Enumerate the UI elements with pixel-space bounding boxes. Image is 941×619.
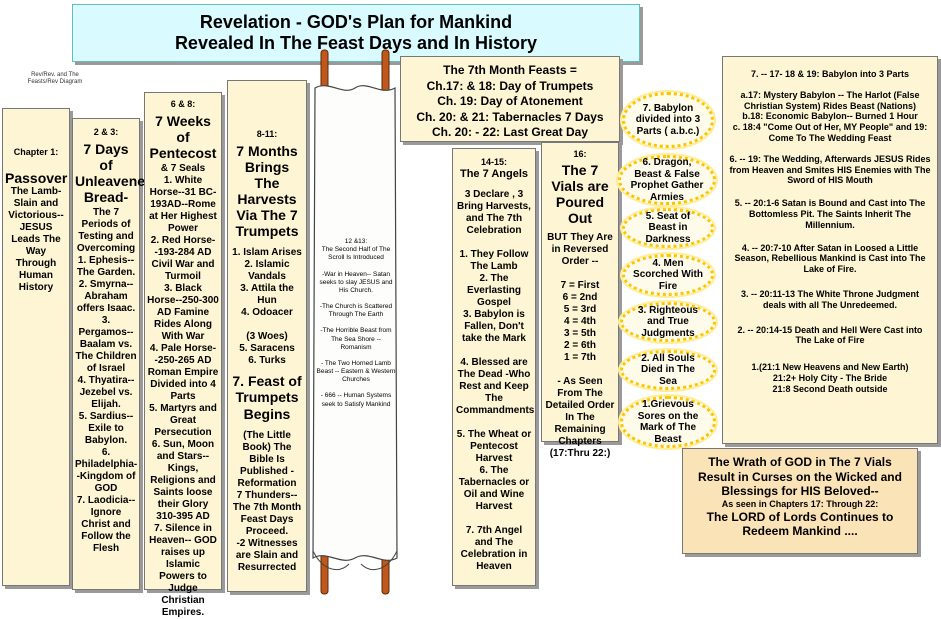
right-item-7: 7. -- 17- 18 & 19: Babylon into 3 Parts — [750, 69, 910, 79]
right-item-6: 6. -- 19: The Wedding, Afterwards JESUS … — [729, 153, 931, 186]
vial-cloud-4: 4. Men Scorched With Fire — [622, 254, 714, 296]
unleavened-chapter: 2 & 3: — [93, 127, 119, 137]
wrath-line-3: The LORD of Lords Continues to Redeem Ma… — [706, 509, 894, 539]
title-line-2: Revealed In The Feast Days and In Histor… — [174, 32, 538, 53]
seventh-month-item: Ch. 20: - 22: Last Great Day — [431, 125, 589, 140]
wrath-line-1: The Wrath of GOD in The 7 Vials Result i… — [698, 455, 902, 499]
scroll-text-block: 12 &13: The Second Half of The Scroll Is… — [316, 238, 396, 409]
passover-body: The Lamb-Slain and Victorious-- JESUS Le… — [8, 185, 64, 293]
unleavened-heading: 7 Days of Unleavened Bread- — [75, 140, 154, 206]
right-detail-panel: 7. -- 17- 18 & 19: Babylon into 3 Parts … — [722, 56, 938, 444]
vials-heading: The 7 Vials are Poured Out — [551, 161, 609, 227]
title-line-1: Revelation - GOD's Plan for Mankind — [199, 12, 513, 32]
seventh-month-item: Ch.17: & 18: Day of Trumpets — [426, 78, 594, 93]
seventh-month-heading: The 7th Month Feasts = — [443, 63, 577, 77]
passover-heading: Passover — [5, 169, 68, 186]
unleavened-body: The 7 Periods of Testing and Overcoming … — [75, 207, 138, 555]
right-item-2: 2. -- 20:14-15 Death and Hell Were Cast … — [737, 324, 923, 346]
wrath-summary-box: The Wrath of GOD in The 7 Vials Result i… — [682, 448, 918, 554]
months-list: 1. Islam Arises 2. Islamic Vandals 3. At… — [232, 247, 302, 367]
scroll-curl-left — [312, 550, 350, 571]
scroll-illustration — [312, 49, 398, 595]
pentecost-heading: 7 Weeks of Pentecost — [149, 112, 217, 161]
vials-body: BUT They Are in Reversed Order -- 7 = Fi… — [545, 232, 615, 460]
vial-cloud-5: 5. Seat of Beast in Darkness — [622, 208, 714, 248]
seventh-month-item: Ch. 20: & 21: Tabernacles 7 Days — [416, 109, 604, 124]
right-item-5: 5. -- 20:1-6 Satan is Bound and Cast int… — [734, 198, 926, 230]
unleavened-panel: 2 & 3: 7 Days of Unleavened Bread- The 7… — [72, 118, 154, 590]
vial-cloud-1: 1.Grievous Sores on the Mark of The Beas… — [620, 396, 716, 448]
vial-cloud-2: 2. All Souls Died in The Sea — [620, 350, 716, 390]
vial-cloud-3: 3. Righteous and True Judgments — [620, 302, 716, 342]
right-item-3: 3. -- 20:11-13 The White Throne Judgment… — [740, 288, 920, 310]
vials-chapter: 16: — [573, 149, 587, 159]
title-banner: Revelation - GOD's Plan for Mankind Reve… — [72, 4, 640, 62]
months-heading: 7 Months Brings The Harvests Via The 7 T… — [235, 142, 299, 240]
pentecost-chapter: 6 & 8: — [170, 99, 196, 109]
months-chapter: 8-11: — [256, 129, 278, 139]
scroll-paper — [312, 85, 398, 561]
seventh-month-item: Ch. 19: Day of Atonement — [437, 94, 583, 109]
months-body-2: (The Little Book) The Bible Is Published… — [232, 429, 302, 573]
angels-chapter: 14-15: — [480, 157, 507, 167]
scroll-curl-right — [360, 550, 398, 571]
pentecost-body: & 7 Seals 1. White Horse--31 BC-193AD--R… — [147, 163, 219, 619]
wrath-line-2: As seen in Chapters 17: Through 22: — [721, 498, 879, 509]
vial-cloud-6: 6. Dragon, Beast & False Prophet Gather … — [618, 155, 716, 205]
right-item-4: 4. -- 20:7-10 After Satan in Loosed a Li… — [734, 242, 926, 275]
passover-panel: Chapter 1: Passover The Lamb-Slain and V… — [2, 108, 70, 586]
source-note: Rev/Rev. and The Feasts/Rev Diagram — [27, 72, 83, 86]
angels-body: 3 Declare , 3 Bring Harvests, and The 7t… — [456, 189, 535, 573]
right-item-7-detail: a.17: Mystery Babylon -- The Harlot (Fal… — [732, 89, 928, 143]
vials-panel: 16: The 7 Vials are Poured Out BUT They … — [541, 142, 619, 459]
scroll-text: The Second Half of The Scroll Is Introdu… — [316, 246, 396, 408]
passover-chapter: Chapter 1: — [13, 147, 59, 157]
seventh-month-box: The 7th Month Feasts = Ch.17: & 18: Day … — [400, 56, 620, 142]
angels-panel: 14-15: The 7 Angels 3 Declare , 3 Bring … — [452, 148, 536, 586]
months-panel: 8-11: 7 Months Brings The Harvests Via T… — [227, 80, 307, 592]
pentecost-panel: 6 & 8: 7 Weeks of Pentecost & 7 Seals 1.… — [144, 92, 222, 618]
angels-heading: The 7 Angels — [459, 167, 529, 180]
vial-cloud-7: 7. Babylon divided into 3 Parts ( a.b.c.… — [622, 92, 714, 148]
right-item-1: 1.(21:1 New Heavens and New Earth) 21:2+… — [751, 362, 909, 394]
months-heading-2: 7. Feast of Trumpets Begins — [232, 373, 302, 422]
scroll-chapter: 12 &13: — [344, 238, 368, 245]
